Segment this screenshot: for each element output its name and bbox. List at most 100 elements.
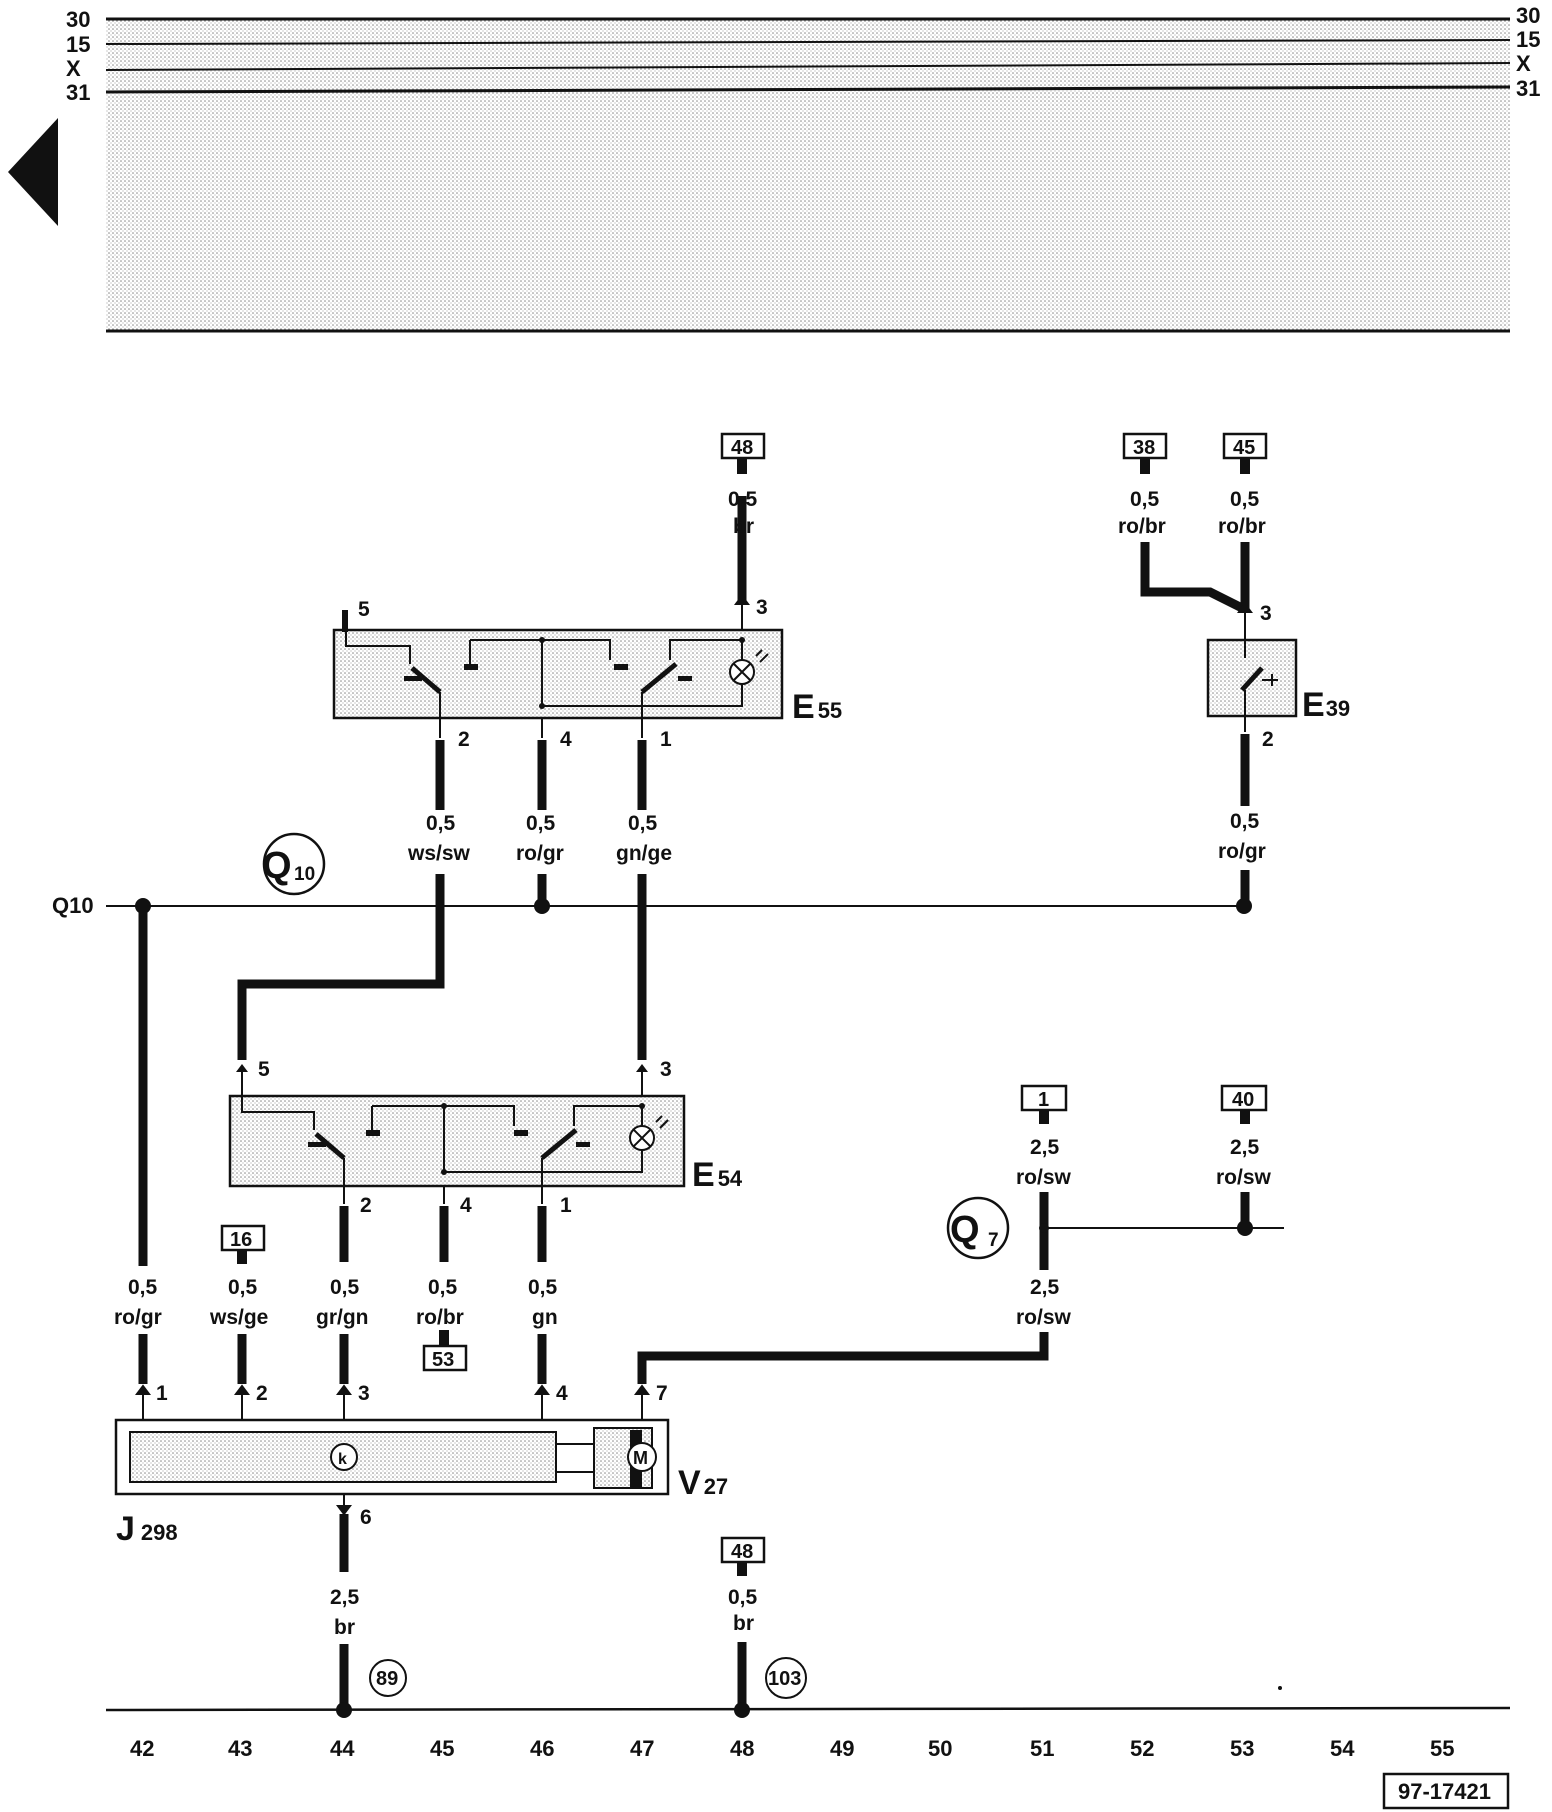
j-p4-size: 0,5 xyxy=(528,1276,558,1299)
w48-bottom-color: br xyxy=(733,1612,754,1635)
rail-label-x-left: X xyxy=(66,56,81,81)
conn-89: 89 xyxy=(369,1659,407,1697)
svg-text:48: 48 xyxy=(731,1541,753,1563)
j-p6-color: br xyxy=(334,1616,355,1639)
j-pin-4: 4 xyxy=(556,1382,568,1405)
j-p4-color: gn xyxy=(532,1306,558,1329)
rail-15 xyxy=(105,39,1511,45)
j-pin-3: 3 xyxy=(358,1382,370,1405)
rail-area xyxy=(106,20,1510,330)
j-pin-7: 7 xyxy=(656,1382,668,1405)
e55-pin-3: 3 xyxy=(756,596,768,619)
col-50: 50 xyxy=(928,1736,952,1761)
rail-label-x-right: X xyxy=(1516,51,1531,76)
q10-badge: Q 10 xyxy=(262,832,326,896)
e54-p4-color: ro/br xyxy=(416,1306,464,1329)
col-44: 44 xyxy=(330,1736,355,1761)
w48-bottom-size: 0,5 xyxy=(728,1586,758,1609)
e39-p2-color: ro/gr xyxy=(1218,840,1266,863)
svg-text:53: 53 xyxy=(432,1349,454,1371)
j-p2-size: 0,5 xyxy=(228,1276,258,1299)
e55-pin-5: 5 xyxy=(358,598,370,621)
col-51: 51 xyxy=(1030,1736,1054,1761)
svg-text:48: 48 xyxy=(731,437,753,459)
e54-pin-4: 4 xyxy=(460,1194,472,1217)
col-55: 55 xyxy=(1430,1736,1454,1761)
e54-pin-3: 3 xyxy=(660,1058,672,1081)
e55-p4-color: ro/gr xyxy=(516,842,564,865)
rail-x xyxy=(105,62,1511,71)
col-54: 54 xyxy=(1330,1736,1355,1761)
w1-color: ro/sw xyxy=(1016,1166,1072,1189)
col-49: 49 xyxy=(830,1736,854,1761)
w40-size: 2,5 xyxy=(1230,1136,1260,1159)
ref-box-38: 38 xyxy=(1122,432,1168,460)
e39-pin-2: 2 xyxy=(1262,728,1274,751)
e55-pin-4: 4 xyxy=(560,728,572,751)
col-53: 53 xyxy=(1230,1736,1254,1761)
svg-text:45: 45 xyxy=(1233,437,1255,459)
column-numbers: 42 43 44 45 46 47 48 49 50 51 52 53 54 5… xyxy=(130,1736,1454,1761)
w38-size: 0,5 xyxy=(1130,488,1160,511)
w45-color: ro/br xyxy=(1218,515,1266,538)
j298-v27-module: k M xyxy=(114,1418,670,1496)
rail-label-31-right: 31 xyxy=(1516,76,1540,101)
col-52: 52 xyxy=(1130,1736,1154,1761)
svg-text:40: 40 xyxy=(1232,1089,1254,1111)
e55-pin-2: 2 xyxy=(458,728,470,751)
relay-k-symbol: k xyxy=(338,1451,347,1468)
j-p1-color: ro/gr xyxy=(114,1306,162,1329)
svg-text:89: 89 xyxy=(376,1668,398,1690)
rail-label-30-left: 30 xyxy=(66,7,90,32)
j-p1-size: 0,5 xyxy=(128,1276,158,1299)
j-p3-color: gr/gn xyxy=(316,1306,369,1329)
rail-label-15-left: 15 xyxy=(66,32,90,57)
w48-top-size: 0,5 xyxy=(728,488,758,511)
e55-p2-color: ws/sw xyxy=(407,842,471,865)
w48-top-color: br xyxy=(733,515,754,538)
e55-pin-1: 1 xyxy=(660,728,672,751)
q7-down-color: ro/sw xyxy=(1016,1306,1072,1329)
e54-p4-size: 0,5 xyxy=(428,1276,458,1299)
j-pin-2: 2 xyxy=(256,1382,268,1405)
svg-text:10: 10 xyxy=(294,864,315,885)
svg-text:97-17421: 97-17421 xyxy=(1398,1779,1491,1804)
e55-p1-size: 0,5 xyxy=(628,812,658,835)
w1-size: 2,5 xyxy=(1030,1136,1060,1159)
ref-box-48-top: 48 xyxy=(720,432,766,460)
j-pin-1: 1 xyxy=(156,1382,168,1405)
ref-box-16: 16 xyxy=(220,1224,266,1252)
col-47: 47 xyxy=(630,1736,654,1761)
rail-label-15-right: 15 xyxy=(1516,27,1540,52)
e54-pin-1: 1 xyxy=(560,1194,572,1217)
svg-text:16: 16 xyxy=(230,1229,252,1251)
rail-label-31-left: 31 xyxy=(66,80,90,105)
col-42: 42 xyxy=(130,1736,154,1761)
svg-text:1: 1 xyxy=(1038,1089,1049,1111)
j-p6-size: 2,5 xyxy=(330,1586,360,1609)
e54-switch xyxy=(228,1094,686,1188)
document-id-box: 97-17421 xyxy=(1382,1772,1510,1810)
ref-box-53: 53 xyxy=(422,1344,468,1372)
e55-switch xyxy=(332,628,784,720)
e55-p1-color: gn/ge xyxy=(616,842,672,865)
e39-label: E39 xyxy=(1302,686,1350,724)
previous-page-arrow-icon[interactable] xyxy=(8,118,58,226)
motor-m-symbol: M xyxy=(633,1448,648,1468)
col-43: 43 xyxy=(228,1736,252,1761)
rail-label-30-right: 30 xyxy=(1516,3,1540,28)
rail-31 xyxy=(105,85,1511,94)
w38-color: ro/br xyxy=(1118,515,1166,538)
svg-text:Q: Q xyxy=(950,1209,980,1251)
ref-box-45: 45 xyxy=(1222,432,1268,460)
svg-text:7: 7 xyxy=(988,1230,999,1251)
w45-size: 0,5 xyxy=(1230,488,1260,511)
svg-text:Q: Q xyxy=(262,845,292,887)
q7-badge: Q 7 xyxy=(946,1196,1010,1260)
ref-box-48-bottom: 48 xyxy=(720,1536,766,1564)
e39-switch xyxy=(1206,638,1298,718)
